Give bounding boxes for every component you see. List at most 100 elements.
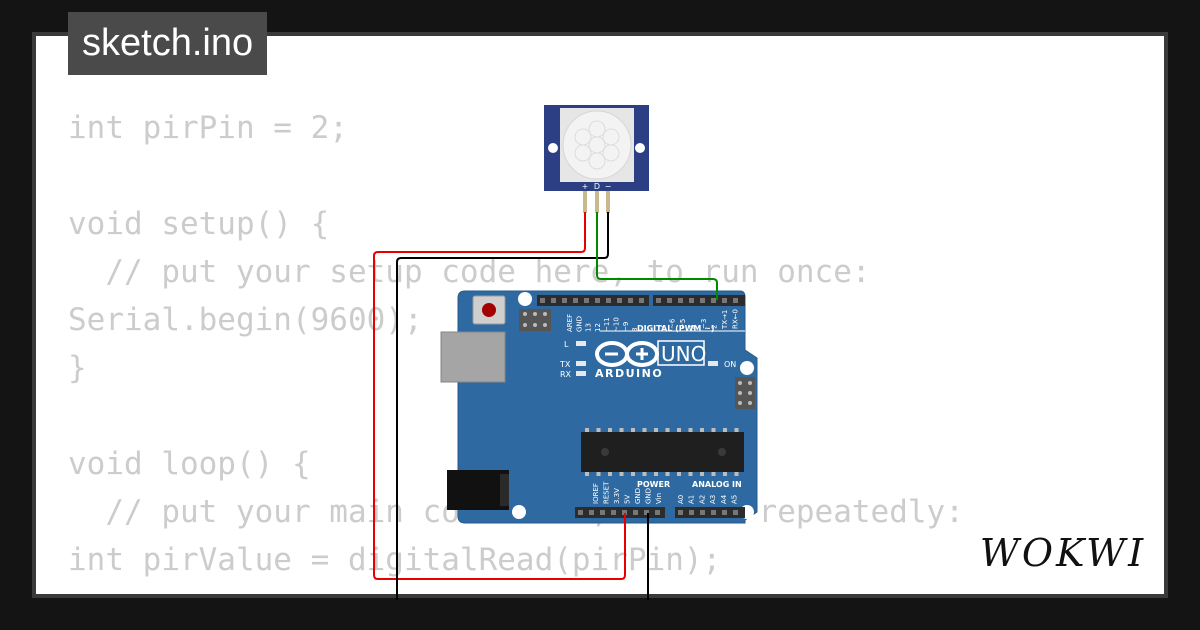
pin-hole[interactable] [611, 510, 616, 515]
pin-hole[interactable] [622, 510, 627, 515]
digital-header-label: DIGITAL (PWM ~) [637, 324, 715, 333]
pin-hole[interactable] [733, 298, 738, 303]
sensor-pin-label: + [582, 182, 589, 191]
mounting-hole [635, 143, 645, 153]
pin-label: GND [645, 488, 653, 504]
pin-hole[interactable] [540, 298, 545, 303]
led-rx-label: RX [560, 370, 572, 379]
pin-hole[interactable] [656, 298, 661, 303]
chip-pin [596, 428, 601, 432]
pin-hole[interactable] [678, 298, 683, 303]
led-on [708, 361, 718, 366]
chip-pin [654, 428, 658, 432]
sensor-pin[interactable] [595, 191, 599, 213]
pin-hole[interactable] [573, 298, 578, 303]
fresnel-lens-icon [574, 120, 620, 170]
chip-pin [642, 428, 647, 432]
pin-hole[interactable] [584, 298, 589, 303]
pin-label: A1 [688, 495, 696, 504]
code-line: void setup() { [68, 206, 330, 242]
pin-hole[interactable] [633, 510, 638, 515]
pin-label: TX→1 [721, 310, 729, 330]
pin-hole[interactable] [639, 298, 644, 303]
pin-hole[interactable] [700, 510, 705, 515]
chip-pin [642, 472, 647, 476]
pin-label: 4 [690, 324, 698, 329]
pin-label: 7 [658, 325, 666, 329]
pin-hole[interactable] [689, 510, 694, 515]
pin-hole[interactable] [551, 298, 556, 303]
chip-pin [585, 472, 589, 476]
power-header-label: POWER [637, 480, 670, 489]
led-l [576, 341, 586, 346]
pin-hole[interactable] [595, 298, 600, 303]
pin-hole[interactable] [722, 510, 727, 515]
pin-label: ~5 [679, 319, 687, 329]
pin-label: ~3 [700, 319, 708, 329]
led-l-label: L [564, 340, 569, 349]
pin-hole[interactable] [589, 510, 594, 515]
mounting-hole [548, 143, 558, 153]
chip-pin [700, 428, 704, 432]
pin-hole[interactable] [655, 510, 660, 515]
file-tab[interactable]: sketch.ino [68, 12, 268, 75]
pin-label: A5 [731, 495, 739, 504]
pin-hole[interactable] [578, 510, 583, 515]
pin-hole[interactable] [733, 510, 738, 515]
wire-black-gnd[interactable] [396, 212, 609, 600]
pin-hole[interactable] [600, 510, 605, 515]
pin-label: 12 [594, 323, 602, 332]
chip-pin [608, 472, 612, 476]
chip-pin [723, 428, 727, 432]
uno-label: UNO [661, 342, 706, 366]
pin-hole[interactable] [617, 298, 622, 303]
analog-header [675, 507, 745, 518]
pin-hole[interactable] [722, 298, 727, 303]
chip-pin [631, 472, 635, 476]
chip-pin [585, 428, 589, 432]
sensor-pin[interactable] [606, 191, 610, 213]
pin-hole[interactable] [700, 298, 705, 303]
led-rx [576, 371, 586, 376]
analog-header-label: ANALOG IN [692, 480, 742, 489]
code-line: Serial.begin(9600); [68, 302, 423, 338]
pin-label: ~9 [622, 322, 630, 332]
pin-hole[interactable] [711, 510, 716, 515]
pin-hole[interactable] [606, 298, 611, 303]
pin-label: IOREF [592, 483, 600, 504]
pin-hole[interactable] [562, 298, 567, 303]
icsp-header [735, 377, 755, 409]
pin-label: 8 [631, 328, 639, 332]
pin-hole[interactable] [667, 298, 672, 303]
sensor-pin[interactable] [583, 191, 587, 213]
chip-pin [619, 472, 624, 476]
digital-header [653, 295, 745, 306]
wire-red-vcc[interactable] [373, 212, 626, 580]
pir-sensor[interactable]: +D− [544, 105, 649, 213]
led-on-label: ON [724, 360, 736, 369]
sensor-pin-label: − [605, 182, 612, 191]
chip-pins [585, 428, 739, 476]
icsp-header [519, 309, 551, 331]
sensor-dome [562, 110, 632, 180]
bottom-pin-holes [578, 510, 738, 515]
pin-hole[interactable] [628, 298, 633, 303]
pin-label: A2 [698, 495, 706, 504]
chip-pin [700, 472, 704, 476]
reset-button[interactable] [472, 295, 506, 325]
code-line: int pirValue = digitalRead(pirPin); [68, 542, 722, 578]
chip-pin [734, 428, 739, 432]
mounting-hole [740, 361, 754, 375]
pin-hole[interactable] [689, 298, 694, 303]
wokwi-logo: WOKWI [980, 531, 1143, 575]
pin-hole[interactable] [644, 510, 649, 515]
wire-green-signal[interactable] [596, 212, 718, 300]
code-line: int pirPin = 2; [68, 110, 348, 146]
pin-hole[interactable] [678, 510, 683, 515]
pin-hole[interactable] [711, 298, 716, 303]
chip-pin [711, 428, 716, 432]
